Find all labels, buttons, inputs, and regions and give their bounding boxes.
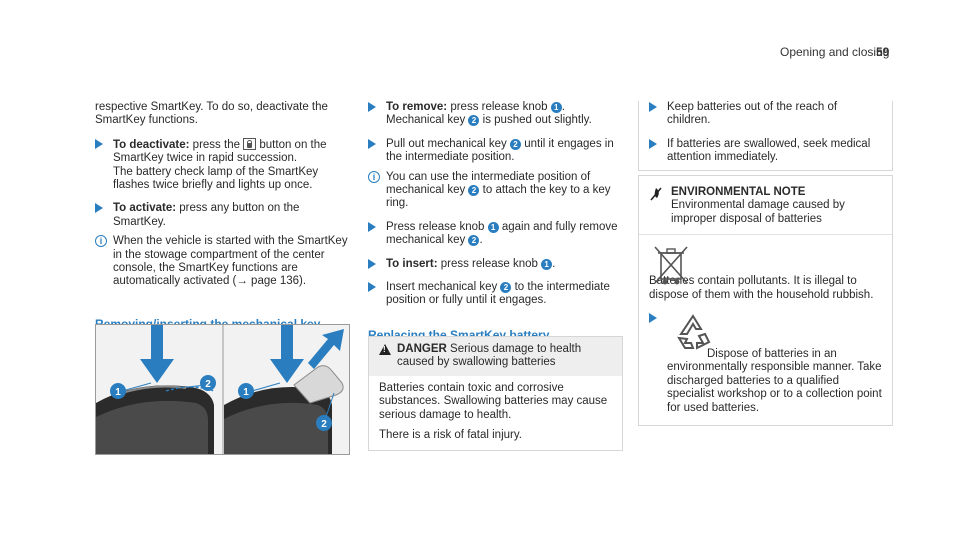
lock-button-icon xyxy=(243,137,257,150)
callout-2: 2 xyxy=(468,235,480,247)
remove-text-a: press release knob xyxy=(447,101,551,113)
insert-text-a: press release knob xyxy=(437,257,542,270)
recycle-icon xyxy=(677,314,711,350)
press-text-c: . xyxy=(479,234,483,247)
step-arrow-icon xyxy=(368,258,376,269)
danger-title: Serious damage to health caused by swall… xyxy=(397,343,582,369)
callout-1: 1 xyxy=(550,102,562,113)
danger-warning-box: DANGER Serious damage to health caused b… xyxy=(368,336,623,452)
activate-text: press any button on the SmartKey. xyxy=(113,202,300,228)
step-arrow-icon xyxy=(95,138,103,149)
insert2-text-b: to the intermediate position or fully un… xyxy=(386,281,610,307)
env-label: ENVIRONMENTAL NOTE xyxy=(671,186,806,198)
callout-1: 1 xyxy=(541,258,553,270)
step-arrow-icon xyxy=(649,138,657,149)
step-arrow-icon xyxy=(649,313,657,324)
step-arrow-icon xyxy=(368,138,376,149)
step-deactivate: To deactivate: press the button on the S… xyxy=(95,137,350,193)
remove-label: To remove: xyxy=(386,101,448,113)
danger-triangle-icon xyxy=(379,344,391,355)
danger-paragraph-2: There is a risk of fatal injury. xyxy=(379,429,522,442)
info-icon: i xyxy=(368,170,380,183)
remove-text-b: . xyxy=(561,101,565,113)
callout-2: 2 xyxy=(468,185,480,197)
environmental-note-body: Batteries contain pollutants. It is ille… xyxy=(639,235,892,425)
figure-label-1-right: 1 xyxy=(243,387,249,398)
mechanical-key-figure: 1 2 1 2 xyxy=(95,324,350,455)
step-insert-key: Insert mechanical key 2 to the intermedi… xyxy=(368,281,623,308)
crossed-bin-icon xyxy=(654,246,688,285)
danger-header: DANGER Serious damage to health caused b… xyxy=(369,337,622,376)
press-text-a: Press release knob xyxy=(386,220,488,233)
step-arrow-icon xyxy=(368,221,376,232)
step-insert: To insert: press release knob 1. xyxy=(368,258,623,271)
note-key-ring: i You can use the intermediate position … xyxy=(368,170,623,211)
step-dispose: Dispose of batteries in an environmental… xyxy=(649,312,882,415)
info-icon: i xyxy=(95,235,107,248)
figure-label-2-right: 2 xyxy=(321,419,327,430)
column-2: To remove: press release knob 1. Mechani… xyxy=(368,101,623,348)
step-keep-away: Keep batteries out of the reach of child… xyxy=(649,101,882,128)
page-number: 59 xyxy=(876,45,890,59)
danger-label: DANGER xyxy=(397,343,447,355)
keep-away-text: Keep batteries out of the reach of child… xyxy=(667,101,838,127)
battery-danger-continuation: Keep batteries out of the reach of child… xyxy=(638,101,893,171)
note-text: When the vehicle is started with the Sma… xyxy=(113,235,348,288)
callout-2: 2 xyxy=(500,282,512,294)
environmental-note-box: ENVIRONMENTAL NOTE Environmental damage … xyxy=(638,175,893,427)
figure-label-2-left: 2 xyxy=(205,379,211,390)
step-press-again: Press release knob 1 again and fully rem… xyxy=(368,221,623,248)
env-title: Environmental damage caused by improper … xyxy=(671,199,845,225)
step-pull-out: Pull out mechanical key 2 until it engag… xyxy=(368,138,623,165)
note-text-b: to attach the key to a key ring. xyxy=(386,184,611,210)
step-arrow-icon xyxy=(368,282,376,293)
note-text-a: You can use the intermediate position of… xyxy=(386,170,591,197)
running-header-section: Opening and closing xyxy=(780,45,890,59)
callout-2: 2 xyxy=(510,138,522,150)
step-arrow-icon xyxy=(649,102,657,112)
pull-text-b: until it engages in the intermediate pos… xyxy=(386,137,614,164)
environmental-note-header: ENVIRONMENTAL NOTE Environmental damage … xyxy=(639,176,892,236)
activate-label: To activate: xyxy=(113,202,177,215)
insert-text-b: . xyxy=(552,257,556,270)
press-text-b: again and fully remove mechanical key xyxy=(386,220,618,247)
deactivate-result: The battery check lamp of the SmartKey f… xyxy=(113,165,319,192)
callout-1: 1 xyxy=(487,221,499,233)
insert2-text-a: Insert mechanical key xyxy=(386,281,501,294)
column-1: respective SmartKey. To do so, deactivat… xyxy=(95,101,350,337)
env-paragraph-1: Batteries contain pollutants. It is ille… xyxy=(649,275,874,301)
note-smartkey-stowage: i When the vehicle is started with the S… xyxy=(95,235,350,289)
step-activate: To activate: press any button on the Sma… xyxy=(95,202,350,229)
env-paragraph-2: Dispose of batteries in an environmental… xyxy=(667,348,882,414)
remove-text-d: is pushed out slightly. xyxy=(479,114,592,127)
seek-medical-text: If batteries are swallowed, seek medical… xyxy=(667,137,871,164)
deactivate-label: To deactivate: xyxy=(113,138,190,151)
deactivate-text-a: press the xyxy=(189,138,244,151)
step-remove: To remove: press release knob 1. Mechani… xyxy=(368,101,623,128)
environment-icon xyxy=(650,187,662,201)
remove-text-c: Mechanical key xyxy=(386,114,469,127)
callout-2: 2 xyxy=(468,115,480,127)
insert-label: To insert: xyxy=(386,257,438,270)
step-arrow-icon xyxy=(368,102,376,112)
step-arrow-icon xyxy=(95,203,103,214)
danger-body: Batteries contain toxic and corrosive su… xyxy=(369,376,622,451)
key-illustration: 1 2 1 2 xyxy=(96,325,349,454)
step-seek-medical: If batteries are swallowed, seek medical… xyxy=(649,138,882,165)
intro-text: respective SmartKey. To do so, deactivat… xyxy=(95,101,328,127)
figure-label-1-left: 1 xyxy=(115,387,121,398)
deactivate-text-b: button on the SmartKey twice in rapid su… xyxy=(113,138,327,165)
pull-text-a: Pull out mechanical key xyxy=(386,137,511,150)
danger-paragraph-1: Batteries contain toxic and corrosive su… xyxy=(379,381,608,421)
